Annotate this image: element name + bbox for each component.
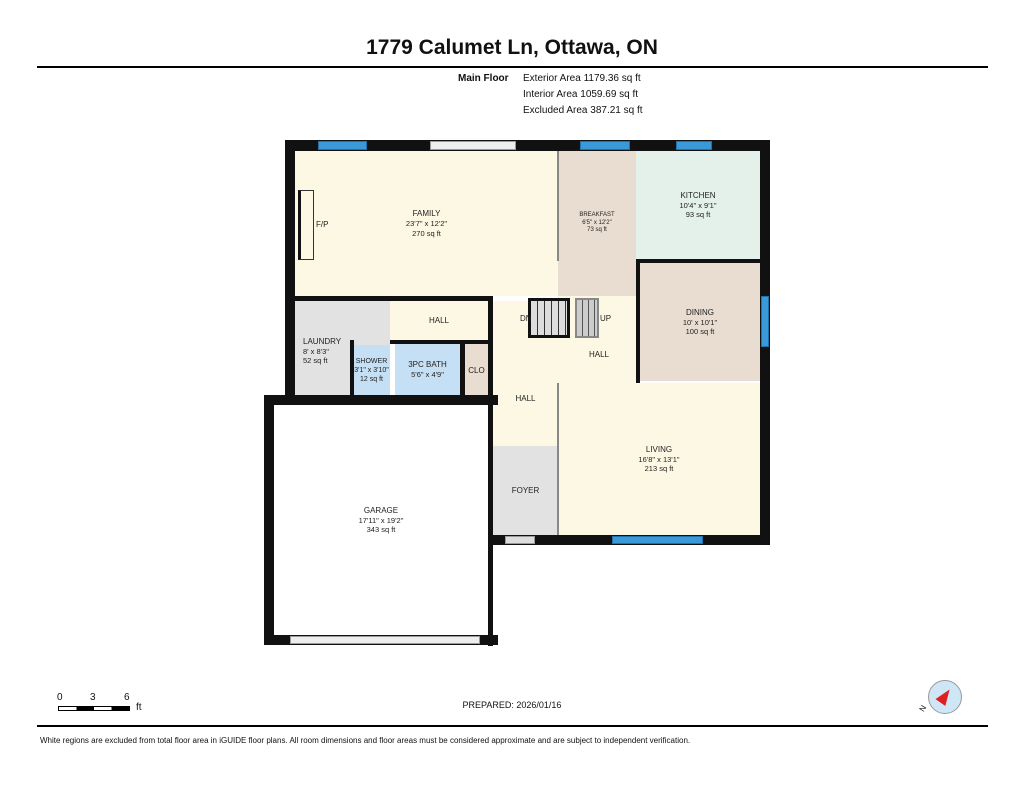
wall: [557, 383, 559, 535]
wall: [264, 395, 498, 405]
room-text: 10'4" x 9'1": [679, 200, 717, 210]
room-text: HALL: [428, 315, 449, 325]
room-text: DINING: [686, 307, 714, 317]
stairs-down: [528, 298, 570, 338]
footer-divider: [37, 725, 988, 727]
window: [676, 141, 712, 150]
window: [761, 296, 769, 347]
room-text: 3PC BATH: [408, 360, 447, 370]
window: [580, 141, 630, 150]
room-text: 6'5" x 12'2": [582, 219, 612, 226]
room-text: 17'11" x 19'2": [358, 515, 404, 525]
room-text: 3'1" x 3'10": [354, 367, 389, 375]
room-text: LAUNDRY: [303, 337, 342, 346]
scale-tick-3: 3: [90, 692, 96, 703]
scale-bar: [58, 706, 130, 711]
room-hall-3: HALL: [558, 296, 640, 383]
room-text: KITCHEN: [680, 190, 716, 200]
room-text: HALL: [588, 349, 609, 359]
wall: [557, 151, 559, 261]
exterior-area: Exterior Area 1179.36 sq ft: [523, 73, 641, 84]
scale-unit: ft: [136, 702, 142, 713]
wall: [350, 340, 354, 400]
wall: [636, 259, 760, 263]
room-text: CLO: [468, 366, 485, 375]
wall: [460, 340, 465, 400]
stairs-down-label: DN: [520, 314, 532, 323]
compass-icon: [928, 680, 962, 714]
room-text: FAMILY: [412, 209, 441, 219]
room-text: 213 sq ft: [644, 464, 674, 473]
wall: [488, 296, 493, 646]
wall: [285, 140, 770, 151]
front-door: [505, 536, 535, 544]
room-text: 16'8" x 13'1": [638, 454, 680, 464]
room-hall-1: HALL: [390, 301, 488, 340]
wall: [285, 140, 295, 405]
scale-tick-0: 0: [57, 692, 63, 703]
room-text: 93 sq ft: [685, 210, 711, 219]
floor-name: Main Floor: [458, 73, 509, 84]
room-text: 52 sq ft: [303, 356, 328, 366]
scale-tick-6: 6: [124, 692, 130, 703]
stairs-up-label: UP: [600, 314, 612, 323]
room-text: 23'7" x 12'2": [405, 219, 448, 229]
room-text: 73 sq ft: [587, 227, 607, 234]
header-divider: [37, 66, 988, 68]
prepared-date: PREPARED: 2026/01/16: [462, 700, 562, 710]
window: [318, 141, 367, 150]
wall: [264, 395, 274, 645]
room-foyer: FOYER: [493, 446, 558, 535]
room-text: 343 sq ft: [366, 525, 396, 534]
closet: CLO: [465, 342, 488, 400]
room-text: 12 sq ft: [360, 375, 383, 383]
wall: [636, 259, 640, 383]
interior-area: Interior Area 1059.69 sq ft: [523, 89, 639, 100]
wall: [285, 296, 493, 301]
room-text: 100 sq ft: [685, 327, 715, 336]
disclaimer: White regions are excluded from total fl…: [40, 736, 691, 745]
window: [612, 536, 703, 544]
room-text: HALL: [515, 393, 536, 403]
room-text: 5'6" x 4'9": [411, 370, 444, 380]
wall: [390, 340, 488, 344]
room-text: SHOWER: [355, 358, 388, 366]
room-text: LIVING: [645, 444, 673, 454]
room-text: 10' x 10'1": [682, 317, 718, 327]
fireplace-label: F/P: [316, 220, 329, 229]
room-text: BREAKFAST: [579, 212, 615, 219]
room-text: FOYER: [511, 485, 540, 495]
stairs-up: [575, 298, 599, 338]
room-text: 8' x 8'3": [303, 347, 329, 356]
page-title: 1779 Calumet Ln, Ottawa, ON: [366, 36, 658, 59]
fireplace: [298, 190, 314, 260]
garage-door: [290, 636, 480, 644]
excluded-area: Excluded Area 387.21 sq ft: [523, 105, 643, 116]
sliding-door: [430, 141, 516, 150]
room-text: GARAGE: [363, 505, 399, 515]
room-text: 270 sq ft: [412, 228, 441, 238]
